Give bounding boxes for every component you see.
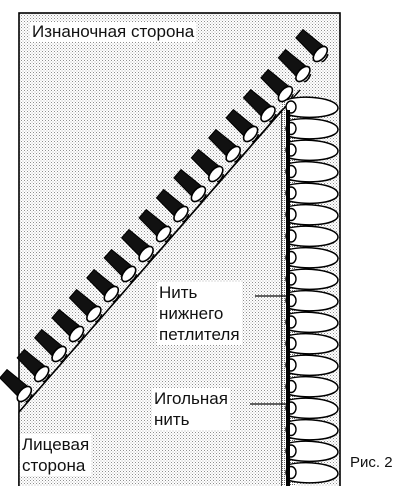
- looper-thread-label-line-2: нижнего: [159, 303, 240, 324]
- wrong-side-label: Изнаночная сторона: [30, 22, 196, 42]
- face-side-label: Лицевая сторона: [20, 434, 91, 476]
- face-side-label-line-1: Лицевая: [22, 434, 89, 455]
- needle-thread-label-line-1: Игольная: [154, 388, 228, 409]
- figure-caption: Рис. 2: [350, 453, 393, 473]
- face-side-label-line-2: сторона: [22, 455, 89, 476]
- needle-thread-label: Игольная нить: [152, 388, 230, 430]
- looper-thread-label-line-3: петлителя: [159, 324, 240, 345]
- needle-thread-label-line-2: нить: [154, 409, 228, 430]
- looper-thread-label: Нить нижнего петлителя: [157, 282, 242, 345]
- looper-thread-label-line-1: Нить: [159, 282, 240, 303]
